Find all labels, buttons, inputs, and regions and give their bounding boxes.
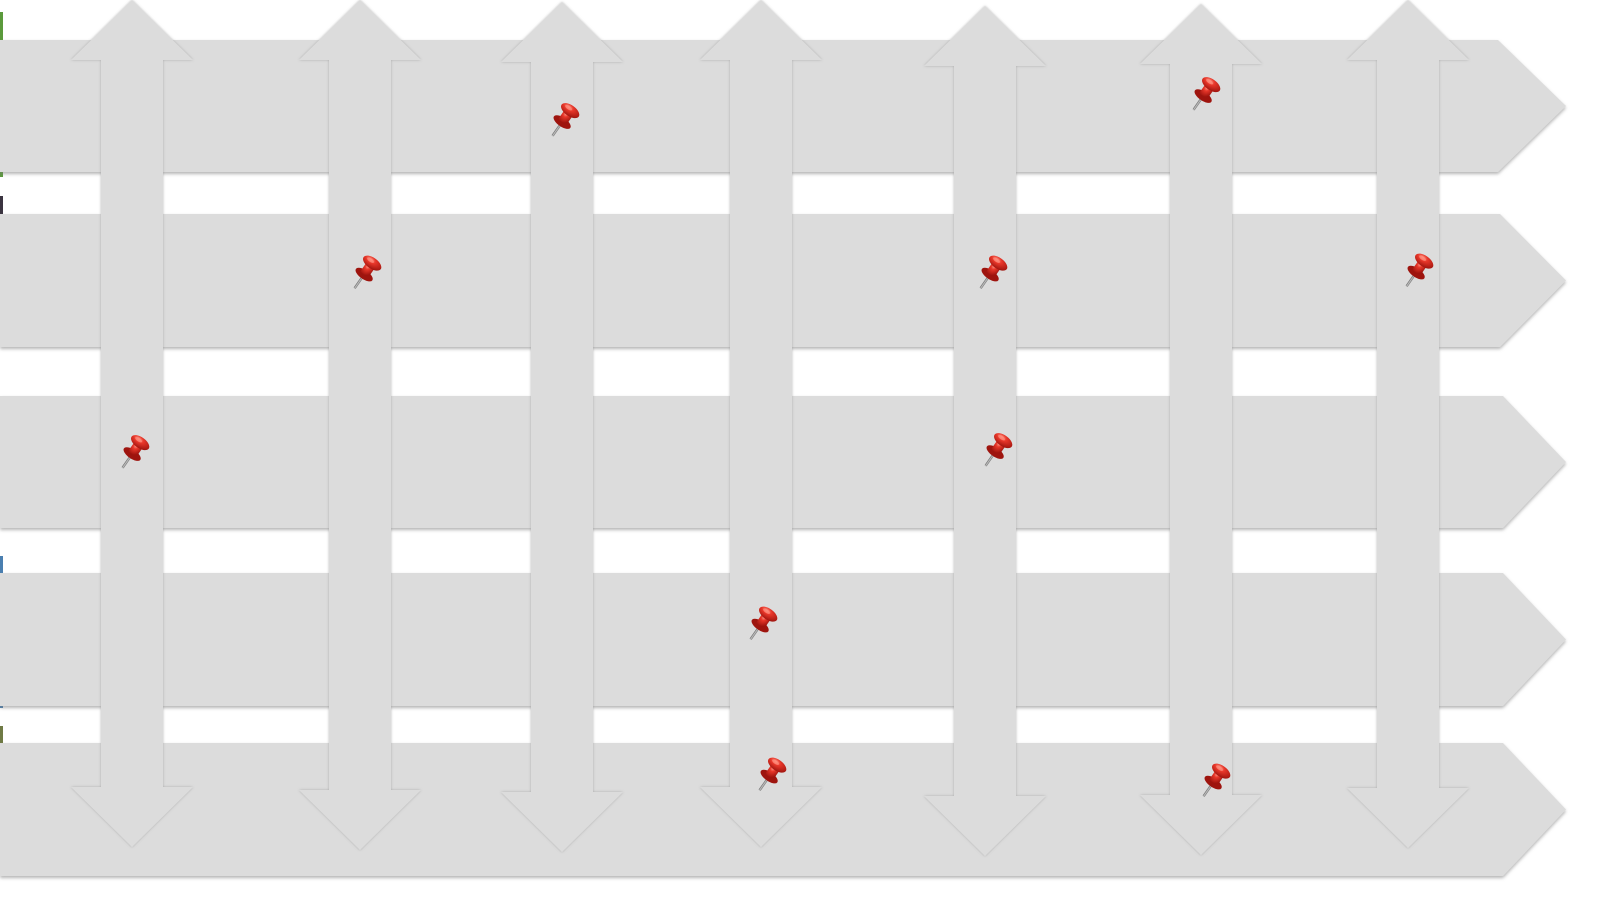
matrix-diagram [0, 0, 1606, 898]
matrix-grid-drawing [0, 0, 1606, 898]
